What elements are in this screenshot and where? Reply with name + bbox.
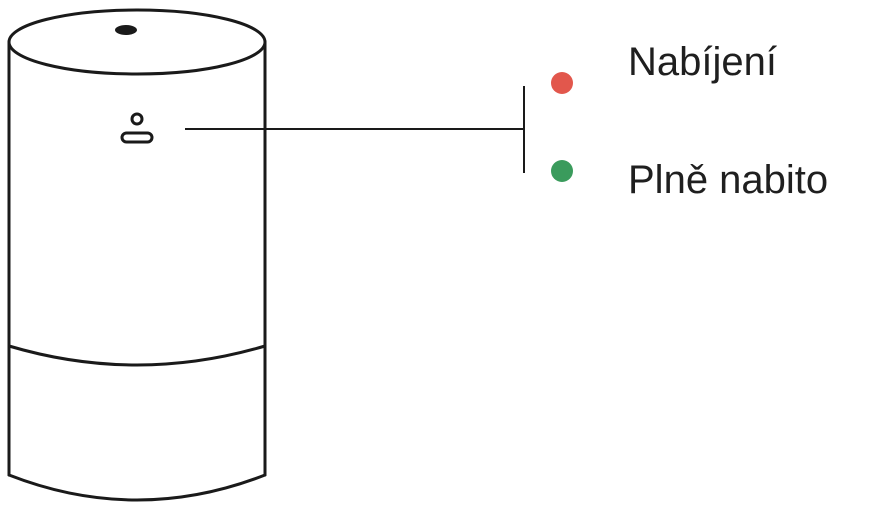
device-top-rim xyxy=(7,8,267,76)
device-base-seam xyxy=(7,344,267,367)
callout-lines xyxy=(185,86,525,173)
charging-label: Nabíjení xyxy=(628,40,777,84)
full-charged-label: Plně nabito xyxy=(628,158,829,202)
power-indicator-icon xyxy=(120,112,154,144)
cylinder-device xyxy=(7,8,267,502)
charging-status-dot xyxy=(551,72,573,94)
top-hole-icon xyxy=(115,25,137,35)
device-bottom-edge xyxy=(7,473,267,502)
full-status-dot xyxy=(551,160,573,182)
